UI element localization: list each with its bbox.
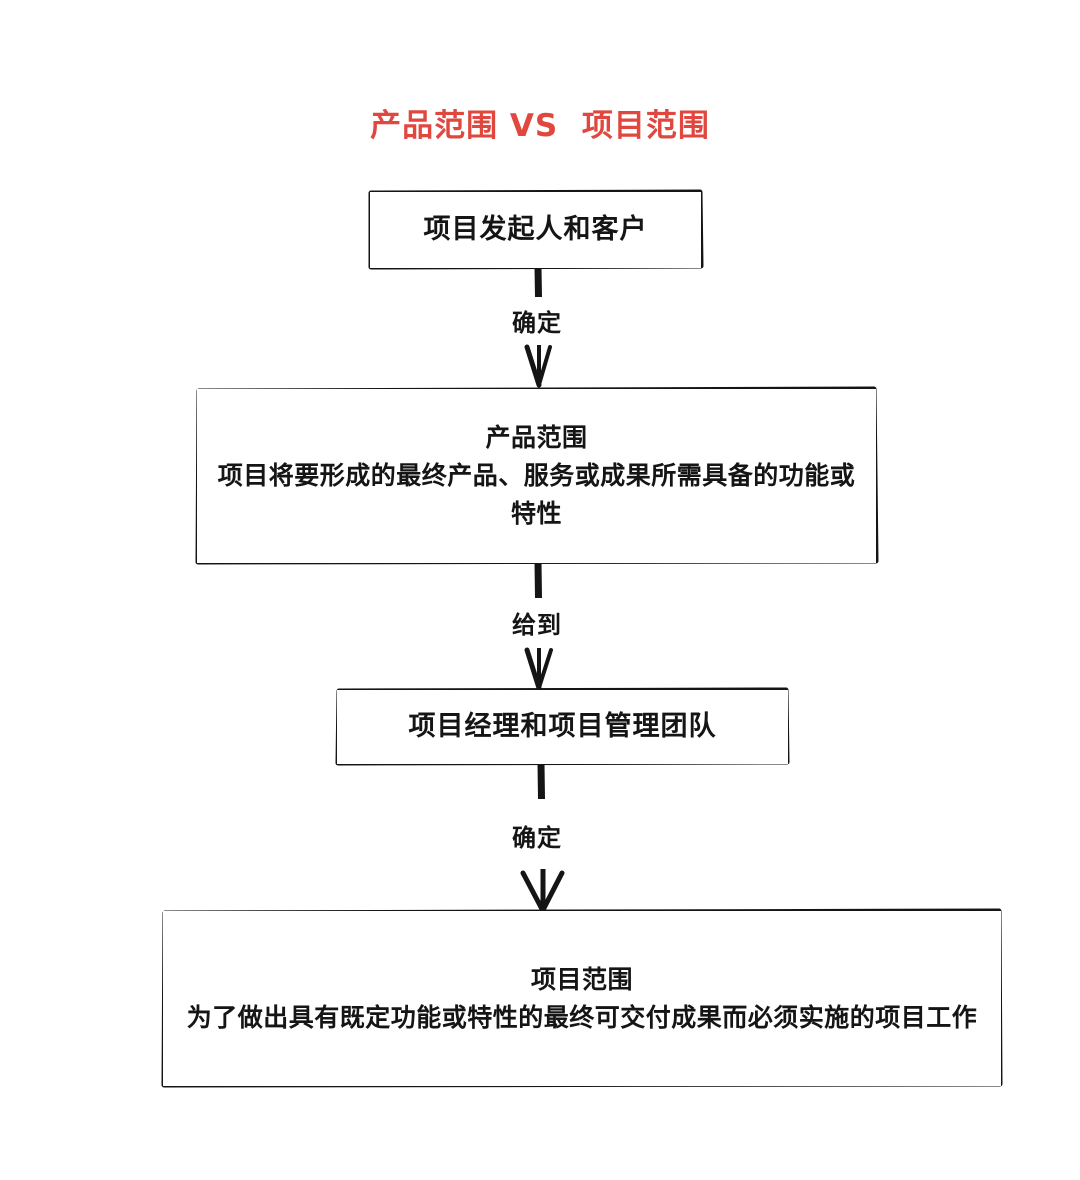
node-project-manager-title: 项目经理和项目管理团队 [408, 711, 717, 742]
node-project-scope[interactable]: 项目范围 为了做出具有既定功能或特性的最终可交付成果而必须实施的项目工作 [163, 911, 1001, 1086]
node-sponsor[interactable]: 项目发起人和客户 [370, 192, 701, 268]
node-project-scope-body: 为了做出具有既定功能或特性的最终可交付成果而必须实施的项目工作 [186, 1002, 978, 1032]
edge-label-give-to: 给到 [512, 611, 562, 639]
node-project-scope-title: 项目范围 [530, 964, 633, 994]
node-product-scope-title: 产品范围 [485, 423, 588, 452]
node-project-manager[interactable]: 项目经理和项目管理团队 [337, 690, 788, 764]
edge-label-confirm-2: 确定 [512, 824, 562, 852]
node-sponsor-title: 项目发起人和客户 [423, 214, 648, 245]
page-title: 产品范围 VS 项目范围 [370, 108, 710, 144]
node-product-scope-body: 项目将要形成的最终产品、服务或成果所需具备的功能或特性 [217, 461, 856, 528]
edge-label-confirm-1: 确定 [512, 309, 562, 337]
node-product-scope[interactable]: 产品范围 项目将要形成的最终产品、服务或成果所需具备的功能或特性 [197, 389, 876, 563]
